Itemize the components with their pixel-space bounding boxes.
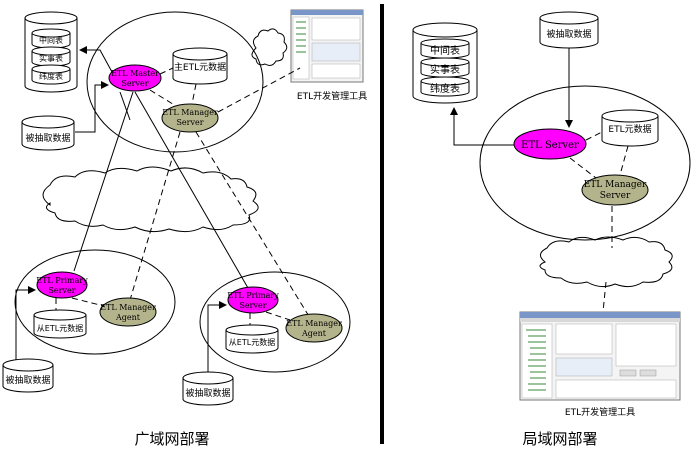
wan-title: 广域网部署 — [134, 430, 209, 448]
source-to-master-arrow — [75, 81, 109, 133]
svg-text:Agent: Agent — [115, 313, 141, 322]
lan-title: 局域网部署 — [522, 430, 597, 448]
branch1-manager-agent: ETL Manager Agent — [99, 297, 157, 327]
db-table-1: 中间表 — [31, 28, 71, 49]
lan-db-table-3: 纬度表 — [420, 76, 470, 97]
wan-section: 中间表 实事表 纬度表 被抽取数据 主ETL元数据 — [2, 9, 367, 448]
branch-site-1-boundary — [14, 249, 176, 355]
lan-metadata: ETL元数据 — [601, 109, 659, 147]
db-table-2: 实事表 — [31, 46, 71, 67]
svg-text:ETL Primary: ETL Primary — [227, 291, 279, 300]
svg-text:Server: Server — [239, 301, 266, 310]
dev-tool-screenshot-right — [519, 311, 681, 401]
branch2-manager-agent: ETL Manager Agent — [285, 313, 343, 343]
svg-text:ETL Master: ETL Master — [111, 69, 159, 78]
svg-text:从ETL元数据: 从ETL元数据 — [37, 323, 83, 333]
lan-db-table-2: 实事表 — [420, 57, 470, 78]
central-site-boundary — [86, 11, 264, 153]
section-divider — [380, 4, 384, 444]
svg-text:Server: Server — [600, 191, 631, 201]
svg-text:Server: Server — [176, 118, 203, 127]
branch1-primary-server: ETL Primary Server — [36, 271, 88, 299]
lan-section: 中间表 实事表 纬度表 被抽取数据 ETL — [412, 11, 691, 448]
etl-manager-server: ETL Manager Server — [161, 103, 219, 133]
svg-text:ETL Primary: ETL Primary — [36, 276, 88, 285]
svg-text:Server: Server — [121, 79, 148, 88]
db-table-3: 纬度表 — [31, 64, 71, 85]
source-data-top: 被抽取数据 — [21, 115, 75, 151]
svg-text:被抽取数据: 被抽取数据 — [25, 132, 70, 144]
svg-text:实事表: 实事表 — [430, 63, 460, 76]
db-table-label: 实事表 — [39, 53, 63, 63]
branch1-metadata: 从ETL元数据 — [33, 309, 87, 339]
lan-db-table-1: 中间表 — [420, 38, 470, 59]
lan-warehouse-database: 中间表 实事表 纬度表 — [412, 22, 478, 104]
wan-network-cloud — [42, 166, 259, 233]
svg-text:被抽取数据: 被抽取数据 — [546, 28, 591, 40]
svg-text:ETL Manager: ETL Manager — [584, 180, 647, 190]
branch2-primary-server: ETL Primary Server — [227, 286, 279, 314]
branch2-metadata: 从ETL元数据 — [225, 324, 279, 354]
svg-text:ETL Server: ETL Server — [521, 140, 579, 151]
svg-text:中间表: 中间表 — [430, 44, 460, 57]
svg-text:被抽取数据: 被抽取数据 — [5, 374, 50, 386]
master-metadata: 主ETL元数据 — [172, 47, 228, 85]
warehouse-database: 中间表 实事表 纬度表 — [24, 11, 78, 93]
svg-text:ETL元数据: ETL元数据 — [608, 123, 651, 135]
db-table-label: 中间表 — [39, 35, 63, 45]
lan-source-data: 被抽取数据 — [539, 11, 599, 49]
svg-text:纬度表: 纬度表 — [430, 82, 460, 95]
tool-caption-left: ETL开发管理工具 — [297, 90, 367, 102]
svg-text:从ETL元数据: 从ETL元数据 — [229, 337, 275, 347]
dev-tool-screenshot-left — [290, 9, 364, 83]
master-to-db-arrow — [79, 46, 113, 73]
db-table-label: 纬度表 — [39, 71, 63, 81]
small-network-cloud — [251, 28, 288, 66]
svg-text:Server: Server — [48, 286, 75, 295]
svg-text:ETL Manager: ETL Manager — [100, 303, 156, 312]
branch2-source-data: 被抽取数据 — [182, 371, 234, 406]
tool-caption-right: ETL开发管理工具 — [565, 406, 635, 418]
svg-text:被抽取数据: 被抽取数据 — [185, 387, 230, 399]
svg-text:ETL Manager: ETL Manager — [286, 319, 342, 328]
server-to-db-arrow — [450, 107, 514, 146]
lan-network-cloud — [539, 236, 673, 288]
svg-text:主ETL元数据: 主ETL元数据 — [174, 61, 226, 73]
lan-site-boundary — [479, 85, 691, 241]
branch1-source-data: 被抽取数据 — [2, 358, 54, 393]
branch-site-2-boundary — [199, 271, 351, 373]
svg-text:ETL Manager: ETL Manager — [162, 108, 218, 117]
svg-text:Agent: Agent — [301, 329, 327, 338]
etl-master-server: ETL Master Server — [108, 64, 162, 92]
lan-etl-server: ETL Server — [513, 128, 587, 160]
lan-manager-server: ETL Manager Server — [581, 174, 649, 206]
